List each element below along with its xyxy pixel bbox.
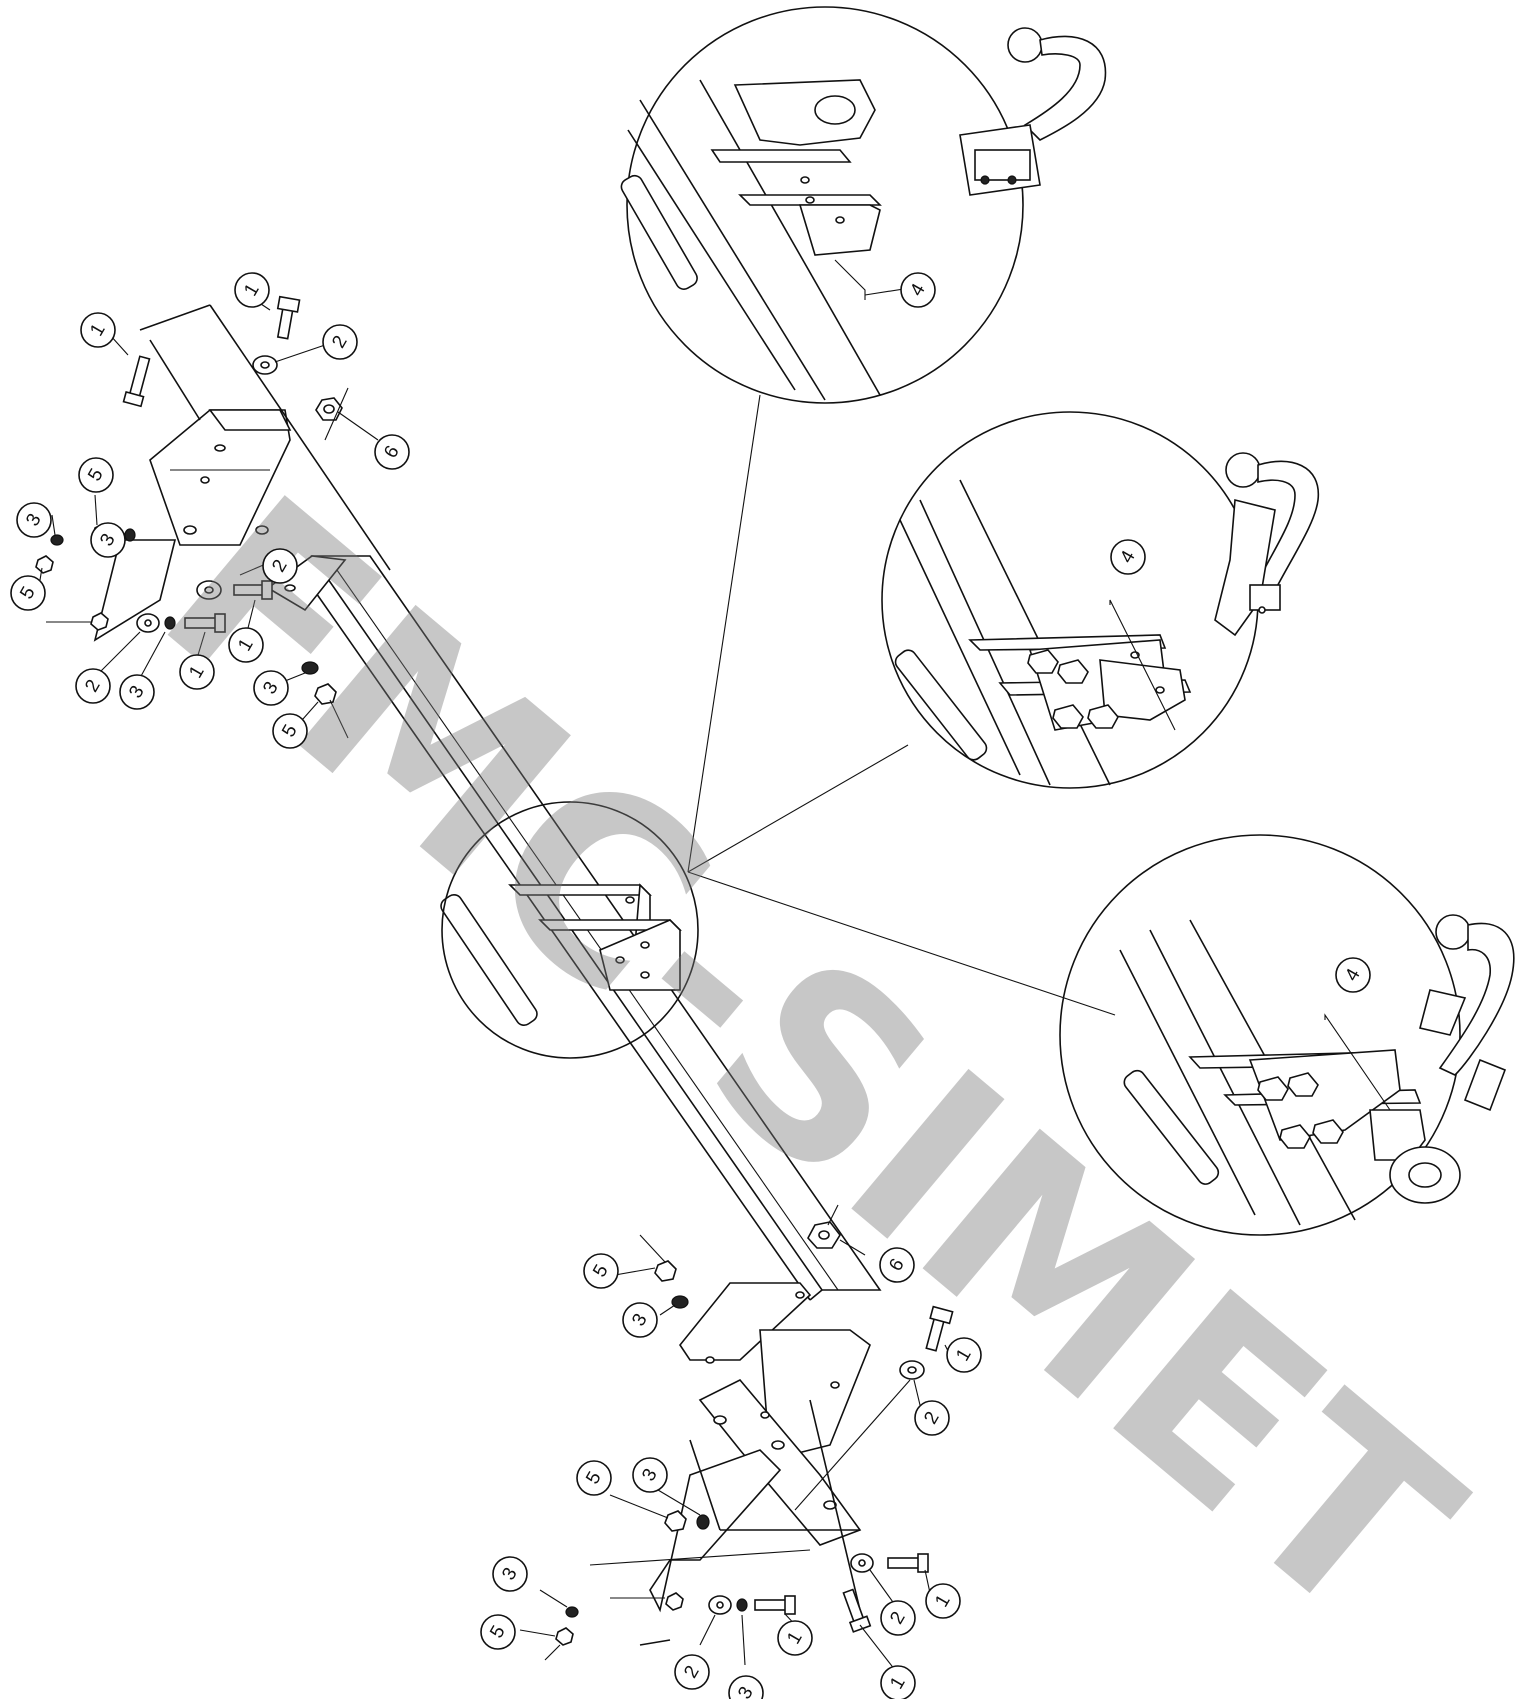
callout-4-detail-bottom: 4 [1335,957,1371,993]
callout-3-left: 3 [119,674,155,710]
callout-1-left: 1 [179,654,215,690]
callout-circle [10,575,46,611]
callout-2-right: 2 [914,1400,950,1436]
callout-3-left: 3 [253,670,289,706]
callout-5-left: 5 [10,575,46,611]
callout-3-left: 3 [90,522,126,558]
callout-5-right: 5 [576,1460,612,1496]
callout-1-right: 1 [925,1583,961,1619]
callout-1-left: 1 [80,312,116,348]
callout-circle [1110,539,1146,575]
callout-circle [262,548,298,584]
right-leader-lines [519,1204,951,1671]
callout-circle [480,1614,516,1650]
callout-circle [374,434,410,470]
detail-circle-bottom [1059,834,1515,1236]
callout-circle [80,312,116,348]
callout-circle [925,1583,961,1619]
callout-circle [728,1675,764,1699]
callout-circle [880,1665,916,1699]
callout-circle [234,272,270,308]
callout-circle [228,627,264,663]
detail-circle-top [620,6,1107,404]
callout-1-left: 1 [234,272,270,308]
callout-5-right: 5 [583,1253,619,1289]
callout-2-right: 2 [880,1600,916,1636]
callout-5-left: 5 [272,713,308,749]
callout-circle [90,522,126,558]
callout-3-right: 3 [632,1457,668,1493]
callout-3-right: 3 [728,1675,764,1699]
callout-circle [75,668,111,704]
callout-circle [946,1337,982,1373]
callout-circle [583,1253,619,1289]
callout-circle [179,654,215,690]
callout-circle [914,1400,950,1436]
callout-1-right: 1 [777,1620,813,1656]
callout-circle [322,324,358,360]
callout-circle [900,272,936,308]
callout-2-left: 2 [262,548,298,584]
callout-1-left: 1 [228,627,264,663]
callout-circle [272,713,308,749]
callout-2-left: 2 [322,324,358,360]
callout-2-right: 2 [674,1654,710,1690]
callout-2-left: 2 [75,668,111,704]
callout-circle [674,1654,710,1690]
callout-3-right: 3 [492,1556,528,1592]
callout-circle [253,670,289,706]
callout-1-right: 1 [880,1665,916,1699]
callout-circle [1335,957,1371,993]
callout-circle [777,1620,813,1656]
callout-circle [492,1556,528,1592]
callout-4-detail-middle: 4 [1110,539,1146,575]
callout-3-right: 3 [622,1302,658,1338]
callout-1-right: 1 [946,1337,982,1373]
callout-5-right: 5 [480,1614,516,1650]
callout-circle [576,1460,612,1496]
detail-circle-middle [881,411,1320,789]
callout-circle [879,1247,915,1283]
right-fasteners [555,1221,954,1646]
detail-source-circle [441,394,1116,1059]
callout-circle [119,674,155,710]
callout-circle [622,1302,658,1338]
callout-circle [632,1457,668,1493]
callout-6-left: 6 [374,434,410,470]
left-fasteners [35,295,343,705]
callout-circle [16,502,52,538]
callout-4-detail-top: 4 [900,272,936,308]
callout-circle [78,457,114,493]
callout-3-left: 3 [16,502,52,538]
callout-6-right: 6 [879,1247,915,1283]
left-mounting-bracket [93,304,391,642]
right-mounting-bracket [639,1282,871,1646]
callout-circle [880,1600,916,1636]
callout-5-left: 5 [78,457,114,493]
